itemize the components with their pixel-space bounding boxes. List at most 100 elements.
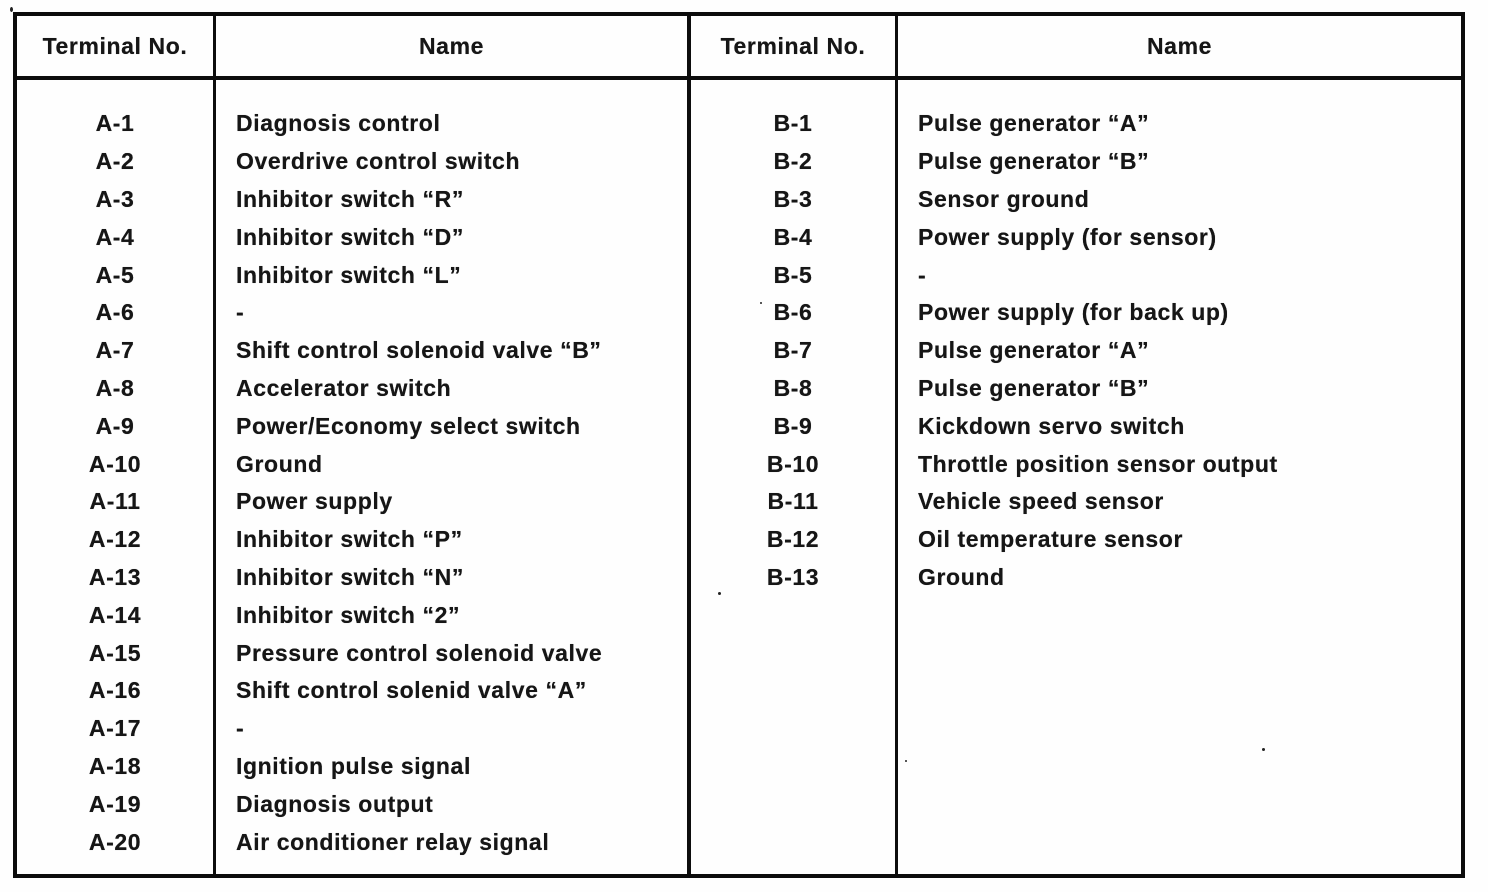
- terminal-no-cell: B-2: [773, 148, 813, 175]
- table-row: B-13 Ground: [691, 559, 1461, 597]
- terminal-no-cell: B-13: [766, 563, 820, 590]
- terminal-no-cell: A-12: [88, 526, 142, 553]
- table-row: B-5 -: [691, 256, 1461, 294]
- terminal-name-cell: Power supply: [236, 488, 393, 515]
- scan-speck: [760, 302, 762, 304]
- header-left-terminal-no: Terminal No.: [42, 33, 188, 59]
- terminal-no-cell: A-10: [88, 450, 142, 477]
- header-right-terminal-no: Terminal No.: [720, 33, 866, 59]
- terminal-no-cell: B-6: [773, 299, 813, 326]
- terminal-name-cell: Pulse generator “A”: [918, 337, 1150, 364]
- table-row: A-10 Ground: [17, 445, 687, 483]
- terminal-no-cell: A-18: [88, 752, 142, 779]
- table-row: A-13 Inhibitor switch “N”: [17, 559, 687, 597]
- column-divider-right: [895, 16, 898, 874]
- terminal-name-cell: Pulse generator “B”: [918, 148, 1150, 175]
- terminal-name-cell: Inhibitor switch “2”: [236, 601, 461, 628]
- terminal-no-cell: A-14: [88, 601, 142, 628]
- terminal-name-cell: Air conditioner relay signal: [236, 828, 550, 855]
- terminal-name-cell: Overdrive control switch: [236, 148, 521, 175]
- table-row: A-8 Accelerator switch: [17, 370, 687, 408]
- terminal-no-cell: B-9: [773, 412, 813, 439]
- table-row: B-6 Power supply (for back up): [691, 294, 1461, 332]
- table-row: A-1 Diagnosis control: [17, 105, 687, 143]
- terminal-no-cell: A-5: [95, 261, 135, 288]
- terminal-no-cell: A-2: [95, 148, 135, 175]
- terminal-name-cell: Throttle position sensor output: [918, 450, 1278, 477]
- terminal-name-cell: Oil temperature sensor: [918, 526, 1184, 553]
- table-row: A-6-: [17, 294, 687, 332]
- terminal-name-cell: -: [918, 261, 927, 288]
- terminal-no-cell: A-9: [95, 412, 135, 439]
- table-row: A-17-: [17, 710, 687, 748]
- table-halves-divider: [687, 16, 691, 874]
- terminal-name-cell: Pulse generator “A”: [918, 110, 1150, 137]
- terminal-name-cell: Pulse generator “B”: [918, 374, 1150, 401]
- scan-speck: [905, 760, 907, 762]
- table-row: A-9 Power/Economy select switch: [17, 407, 687, 445]
- table-row: A-20 Air conditioner relay signal: [17, 823, 687, 861]
- table-row: A-19 Diagnosis output: [17, 785, 687, 823]
- terminal-no-cell: A-13: [88, 563, 142, 590]
- scan-speck: [1262, 748, 1265, 751]
- terminal-name-cell: Pressure control solenoid valve: [236, 639, 603, 666]
- terminal-name-cell: Vehicle speed sensor: [918, 488, 1164, 515]
- terminal-no-cell: A-20: [88, 828, 142, 855]
- terminal-name-cell: Inhibitor switch “P”: [236, 526, 463, 553]
- terminal-no-cell: A-8: [95, 374, 135, 401]
- terminal-no-cell: B-4: [773, 223, 813, 250]
- terminal-name-cell: Inhibitor switch “R”: [236, 185, 464, 212]
- terminal-name-cell: Power supply (for sensor): [918, 223, 1217, 250]
- table-row: A-3 Inhibitor switch “R”: [17, 181, 687, 219]
- terminal-no-cell: A-19: [88, 790, 142, 817]
- table-row: A-12 Inhibitor switch “P”: [17, 521, 687, 559]
- terminal-name-cell: Inhibitor switch “L”: [236, 261, 462, 288]
- header-left-name: Name: [418, 33, 485, 59]
- terminal-no-cell: A-3: [95, 185, 135, 212]
- terminal-name-cell: Diagnosis output: [236, 790, 434, 817]
- terminal-no-cell: A-16: [88, 677, 142, 704]
- terminal-name-cell: Ground: [918, 563, 1005, 590]
- scan-speck: [718, 592, 721, 595]
- terminal-name-cell: Power supply (for back up): [918, 299, 1229, 326]
- table-row: A-14 Inhibitor switch “2”: [17, 596, 687, 634]
- terminal-no-cell: A-17: [88, 715, 142, 742]
- terminal-no-cell: B-11: [767, 488, 819, 515]
- terminal-name-cell: Diagnosis control: [236, 110, 441, 137]
- table-row: B-4 Power supply (for sensor): [691, 218, 1461, 256]
- column-divider-left: [213, 16, 216, 874]
- terminal-name-cell: Inhibitor switch “N”: [236, 563, 464, 590]
- terminal-name-cell: -: [236, 299, 245, 326]
- terminal-name-cell: Power/Economy select switch: [236, 412, 581, 439]
- terminal-name-cell: Shift control solenid valve “A”: [236, 677, 587, 704]
- table-row: A-11 Power supply: [17, 483, 687, 521]
- terminal-no-cell: B-3: [773, 185, 813, 212]
- table-row: B-2 Pulse generator “B”: [691, 143, 1461, 181]
- terminal-no-cell: B-10: [766, 450, 820, 477]
- table-row: B-10 Throttle position sensor output: [691, 445, 1461, 483]
- terminal-name-cell: Accelerator switch: [236, 374, 452, 401]
- table-row: A-15 Pressure control solenoid valve: [17, 634, 687, 672]
- terminal-no-cell: A-15: [88, 639, 142, 666]
- terminal-name-cell: Ground: [236, 450, 323, 477]
- header-right-name: Name: [1146, 33, 1213, 59]
- terminal-no-cell: B-5: [773, 261, 813, 288]
- terminal-no-cell: A-1: [95, 110, 135, 137]
- terminal-no-cell: A-11: [89, 488, 141, 515]
- terminal-no-cell: A-7: [95, 337, 135, 364]
- terminal-no-cell: A-4: [95, 223, 135, 250]
- table-row: A-2 Overdrive control switch: [17, 143, 687, 181]
- table-row: A-5 Inhibitor switch “L”: [17, 256, 687, 294]
